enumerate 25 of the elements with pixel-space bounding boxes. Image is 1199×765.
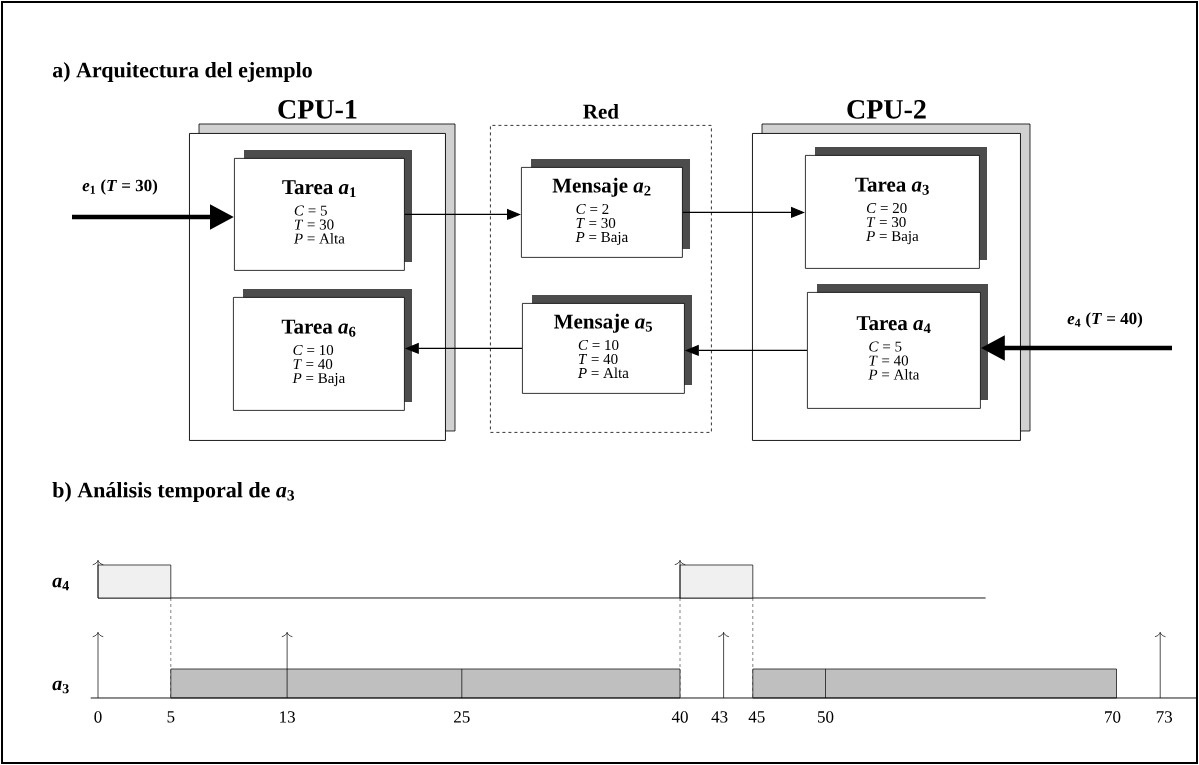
task-box: Tarea a$_{6}$ C = 10 T = 40 P = Baja: [233, 297, 405, 411]
row-label: a$_{4}$: [52, 577, 69, 591]
task-box: Mensaje a$_{2}$ C = 2 T = 30 P = Baja: [521, 167, 683, 258]
task-box: Mensaje a$_{5}$ C = 10 T = 40 P = Alta: [522, 303, 685, 394]
tick-label: 0: [94, 711, 102, 723]
section-title: b) Análisis temporal de a$_{3}$: [52, 482, 295, 502]
task-box: Tarea a$_{3}$ C = 20 T = 30 P = Baja: [805, 155, 980, 269]
row-label: a$_{3}$: [52, 680, 69, 694]
tick-label: 40: [671, 711, 688, 723]
tick-label: 5: [167, 711, 175, 723]
tick-label: 13: [280, 711, 295, 723]
tick-label: 70: [1105, 711, 1121, 723]
tick-label: 73: [1156, 711, 1173, 723]
tick-label: 43: [711, 711, 728, 723]
tick-label: 50: [818, 711, 834, 723]
tick-label: 25: [454, 711, 470, 723]
section-title: a) Arquitectura del ejemplo: [52, 62, 312, 82]
edge-label: e$_{4}$ (T = 40): [1067, 312, 1143, 328]
task-box: Tarea a$_{1}$ C = 5 T = 30 P = Alta: [234, 158, 405, 271]
edge-label: e$_{1}$ (T = 30): [82, 179, 158, 195]
node-label: CPU-2: [847, 99, 926, 119]
node-label: CPU-1: [278, 99, 357, 119]
task-box: Tarea a$_{4}$ C = 5 T = 40 P = Alta: [807, 292, 981, 409]
node-label: Red: [583, 104, 619, 119]
tick-label: 45: [748, 711, 765, 723]
